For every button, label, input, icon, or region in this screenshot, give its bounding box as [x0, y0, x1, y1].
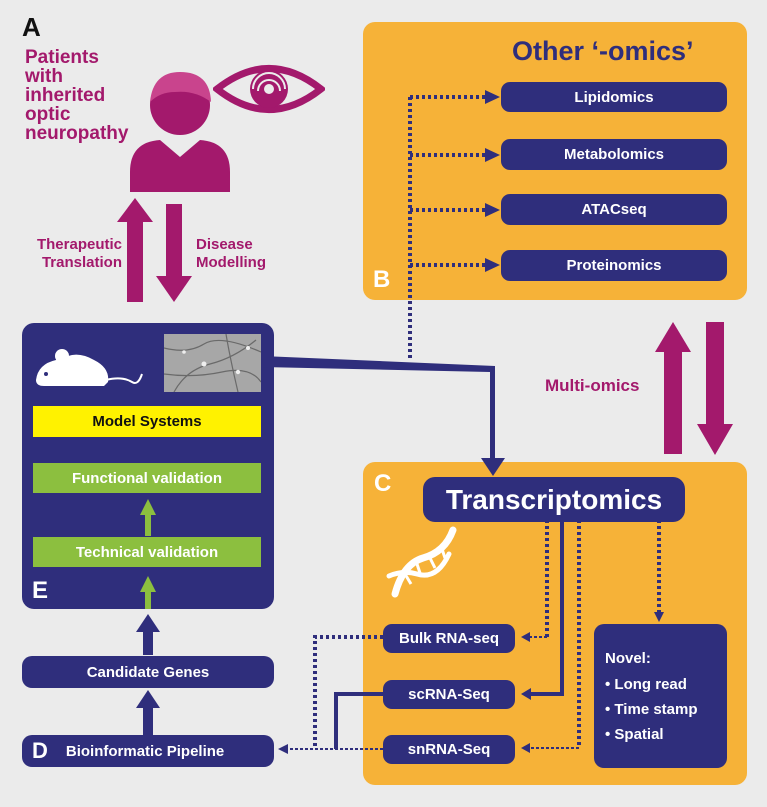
- technical-validation-box: Technical validation: [33, 537, 261, 567]
- disease-line: Disease: [196, 236, 253, 253]
- mouse-icon: [36, 349, 143, 386]
- panel-a-letter: A: [22, 12, 41, 42]
- multi-omics-label: Multi-omics: [545, 376, 640, 395]
- panel-b-letter: B: [373, 266, 391, 293]
- therapeutic-line: Translation: [41, 254, 122, 271]
- disease-label: Disease Modelling: [196, 236, 266, 272]
- model-to-transcriptomics: [262, 356, 495, 460]
- omics-title: Other ‘-omics’: [512, 36, 694, 66]
- atacseq-box: ATACseq: [501, 194, 727, 225]
- novel-box: Novel: • Long read • Time stamp • Spatia…: [594, 624, 727, 768]
- patients-line: optic: [25, 104, 71, 125]
- therapeutic-label: Therapeutic Translation: [18, 236, 122, 272]
- person-icon: [130, 72, 230, 192]
- novel-item: • Spatial: [605, 726, 664, 743]
- lipidomics-box: Lipidomics: [501, 82, 727, 112]
- pipeline-label: Bioinformatic Pipeline: [65, 742, 225, 760]
- pipeline-box: D Bioinformatic Pipeline: [22, 735, 274, 767]
- novel-title: Novel:: [605, 650, 651, 667]
- novel-item: • Long read: [605, 676, 687, 693]
- model-systems-box: Model Systems: [33, 406, 261, 437]
- patients-line: neuropathy: [25, 123, 129, 144]
- transcriptomics-box: Transcriptomics: [423, 477, 685, 522]
- candidate-genes-box: Candidate Genes: [22, 656, 274, 688]
- neuron-micrograph: [164, 334, 261, 392]
- dna-icon: [386, 526, 457, 598]
- patients-line: Patients: [25, 47, 99, 68]
- scrnaseq-box: scRNA-Seq: [383, 680, 515, 709]
- eye-icon: [213, 65, 325, 113]
- disease-line: Modelling: [196, 254, 266, 271]
- patients-line: inherited: [25, 85, 106, 106]
- snrnaseq-box: snRNA-Seq: [383, 735, 515, 764]
- functional-validation-box: Functional validation: [33, 463, 261, 493]
- metabolomics-box: Metabolomics: [501, 139, 727, 170]
- panel-d-letter: D: [32, 738, 48, 763]
- novel-item: • Time stamp: [605, 701, 698, 718]
- proteinomics-box: Proteinomics: [501, 250, 727, 281]
- therapeutic-line: Therapeutic: [36, 236, 122, 253]
- panel-e-letter: E: [32, 577, 49, 604]
- patients-label: Patients with inherited optic neuropathy: [25, 48, 128, 143]
- omics-connector: [408, 95, 488, 360]
- bulk-rnaseq-box: Bulk RNA-seq: [383, 624, 515, 653]
- panel-c-letter: C: [374, 470, 392, 497]
- patients-line: with: [25, 66, 63, 87]
